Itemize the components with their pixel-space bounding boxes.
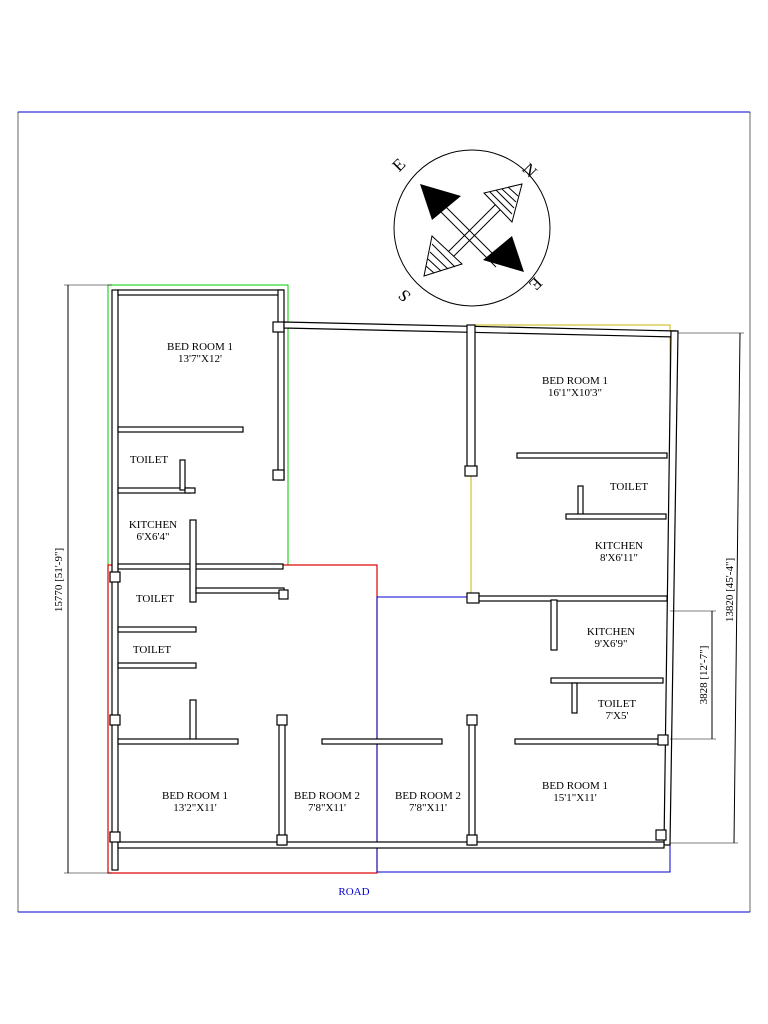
br-kitchen-size: 9'X6'9" [595,638,628,650]
dimension-lines [64,284,744,874]
tl-kitchen-size: 6'X6'4" [137,531,170,543]
compass-s-label: S [394,286,414,306]
dimension-left-label: 15770 [51'-9"] [53,548,65,612]
tr-kitchen-name: KITCHEN [595,540,643,552]
tl-toilet-name: TOILET [130,454,169,466]
ml-toilet1-name: TOILET [136,593,175,605]
dimension-inner-label: 3828 [12'-7"] [698,646,710,705]
bl-bedroom2-size: 7'8"X11' [308,802,346,814]
walls [109,289,679,871]
br-toilet-size: 7'X5' [606,710,629,722]
zone-red-outline [107,564,378,874]
br-bedroom2-size: 7'8"X11' [409,802,447,814]
ml-toilet2-name: TOILET [133,644,172,656]
compass-icon [393,149,551,307]
bl-bedroom-name: BED ROOM 1 [162,790,228,802]
compass-e-top-label: E [389,155,410,176]
bl-bedroom-size: 13'2"X11' [173,802,217,814]
br-toilet-name: TOILET [598,698,637,710]
br-bedroom-name: BED ROOM 1 [542,780,608,792]
road-label: ROAD [338,886,369,898]
tl-bedroom-name: BED ROOM 1 [167,341,233,353]
tl-bedroom-size: 13'7"X12' [178,353,222,365]
tr-bedroom-name: BED ROOM 1 [542,375,608,387]
dimension-right-label: 13820 [45'-4"] [724,558,736,622]
tr-bedroom-size: 16'1"X10'3" [548,387,602,399]
tr-toilet-name: TOILET [610,481,649,493]
tr-kitchen-size: 8'X6'11" [600,552,638,564]
br-bedroom2-name: BED ROOM 2 [395,790,461,802]
bl-bedroom2-name: BED ROOM 2 [294,790,360,802]
br-bedroom-size: 15'1"X11' [553,792,597,804]
compass-n-label: N [519,159,541,181]
zone-yellow-outline [470,324,671,598]
tl-kitchen-name: KITCHEN [129,519,177,531]
br-kitchen-name: KITCHEN [587,626,635,638]
compass-e-bottom-label: E [525,273,546,294]
